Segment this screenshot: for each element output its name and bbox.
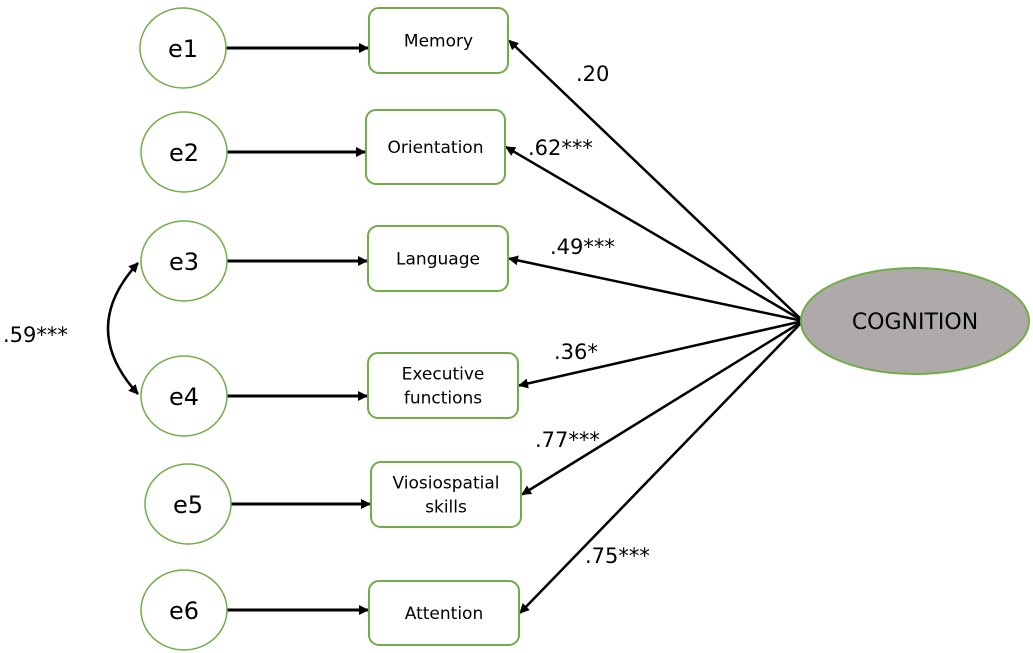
loading-path-orientation <box>505 145 804 323</box>
observed-node-language: Language <box>367 225 509 292</box>
error-circle <box>140 220 228 302</box>
loading-label-executive-functions: .36* <box>554 340 598 364</box>
loading-path-language <box>508 255 804 323</box>
covariance-path-e3-e4 <box>106 262 139 395</box>
error-label: e4 <box>169 383 199 411</box>
observed-node-attention: Attention <box>368 580 520 646</box>
observed-box <box>365 109 506 185</box>
error-node-e1: e1 <box>139 7 227 89</box>
loading-path-executive-functions <box>518 319 804 389</box>
error-node-e5: e5 <box>144 463 232 545</box>
error-label: e2 <box>169 139 199 167</box>
error-node-e3: e3 <box>140 220 228 302</box>
observed-label: Memory <box>404 32 473 52</box>
observed-label: Viosiospatial <box>393 474 500 494</box>
edges-layer <box>106 39 804 615</box>
observed-box <box>370 461 522 528</box>
observed-box <box>367 352 519 419</box>
loading-label-orientation: .62*** <box>528 136 593 160</box>
labels-layer: .20 .62*** .49*** .36* .77*** .75*** .59*** <box>3 62 650 568</box>
observed-label: Executive <box>402 365 485 385</box>
observed-box <box>367 225 509 292</box>
loading-label-attention: .75*** <box>585 544 650 568</box>
loading-path-viosiospatial-skills <box>521 319 804 496</box>
loading-label-memory: .20 <box>576 62 609 86</box>
observed-label: Language <box>396 250 480 270</box>
observed-label: Attention <box>405 604 483 624</box>
error-node-e6: e6 <box>140 569 228 651</box>
error-node-e2: e2 <box>140 111 228 193</box>
error-label: e5 <box>173 491 203 519</box>
error-circle <box>140 569 228 651</box>
loading-label-language: .49*** <box>550 235 615 259</box>
covariance-label-e3-e4: .59*** <box>3 323 68 347</box>
error-circle <box>139 7 227 89</box>
loading-path-memory <box>508 39 804 322</box>
observed-box <box>368 580 520 646</box>
latent-node-cognition: COGNITION <box>800 267 1030 375</box>
loading-label-viosiospatial-skills: .77*** <box>535 428 600 452</box>
error-circle <box>140 355 228 437</box>
observed-label: Orientation <box>388 138 484 158</box>
loading-path-attention <box>519 320 804 614</box>
observed-node-executive-functions: Executive functions <box>367 352 519 419</box>
nodes-layer: COGNITION e1 e2 e3 e4 e5 e6 MemoryOrientationLa… <box>139 7 1030 651</box>
error-circle <box>144 463 232 545</box>
error-node-e4: e4 <box>140 355 228 437</box>
error-label: e6 <box>169 597 199 625</box>
error-circle <box>140 111 228 193</box>
error-label: e3 <box>169 248 199 276</box>
latent-ellipse <box>800 267 1030 375</box>
latent-label: COGNITION <box>852 310 978 335</box>
observed-label: functions <box>404 389 482 409</box>
observed-node-memory: Memory <box>368 7 509 74</box>
error-label: e1 <box>168 35 198 63</box>
observed-label: skills <box>425 498 467 518</box>
observed-node-orientation: Orientation <box>365 109 506 185</box>
observed-node-viosiospatial-skills: Viosiospatial skills <box>370 461 522 528</box>
observed-box <box>368 7 509 74</box>
